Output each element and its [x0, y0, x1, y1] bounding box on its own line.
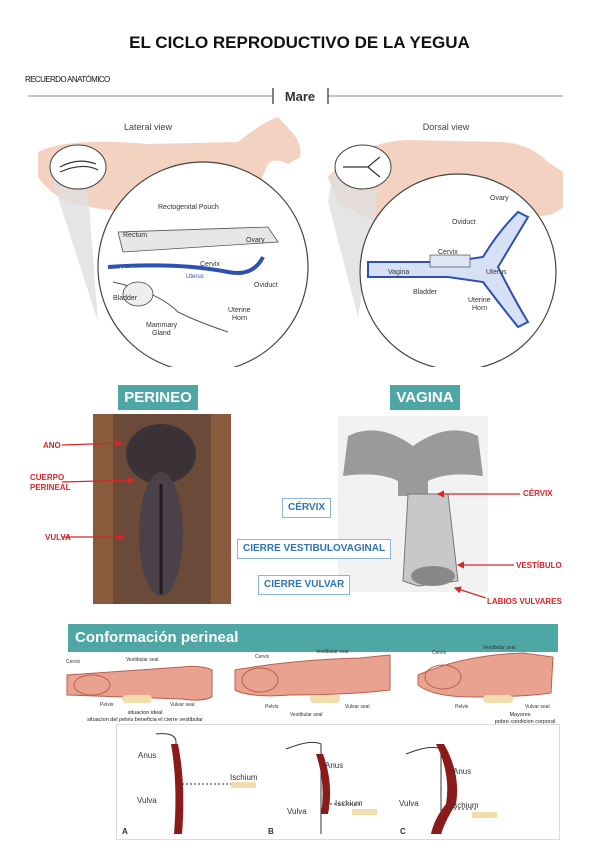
- dorsal-view-label: Dorsal view: [423, 122, 470, 132]
- svg-text:Gland: Gland: [152, 330, 171, 337]
- svg-text:Uterine: Uterine: [228, 307, 251, 314]
- cuerpo-label: CUERPO: [30, 473, 65, 482]
- section-subtitle: RECUERDO ANATÓMICO: [25, 75, 110, 84]
- perineo-badge: PERINEO: [118, 385, 198, 410]
- cervix-label: CÉRVIX: [523, 489, 553, 498]
- svg-text:Oviduct: Oviduct: [452, 219, 476, 226]
- ano-label: ANO: [43, 441, 61, 450]
- svg-text:Vagina: Vagina: [120, 267, 141, 274]
- conformation-panel-3: [417, 652, 554, 703]
- mare-anatomy-figure: Mare Lateral view Dorsal view Rectogenit…: [28, 88, 563, 367]
- perineal-conformation-diagrams: [116, 724, 560, 840]
- perineum-photo: [93, 414, 231, 604]
- conformation-panel-1: [66, 665, 213, 703]
- svg-text:Uterus: Uterus: [186, 274, 204, 280]
- svg-text:Mammary: Mammary: [146, 322, 178, 329]
- conformation-panel-2: [234, 654, 391, 703]
- svg-text:Oviduct: Oviduct: [254, 282, 278, 289]
- conformacion-title: Conformación perineal: [75, 629, 239, 646]
- vagina-badge: VAGINA: [390, 385, 460, 410]
- svg-text:Cervix: Cervix: [438, 249, 458, 256]
- vulva-label: VULVA: [45, 533, 71, 542]
- conformacion-header-bar: [68, 624, 558, 652]
- svg-text:Horn: Horn: [232, 315, 247, 322]
- vestibulo-label: VESTÍBULO: [516, 561, 562, 570]
- svg-text:Uterus: Uterus: [486, 269, 507, 276]
- svg-text:Rectogenital Pouch: Rectogenital Pouch: [158, 204, 219, 211]
- diagram-shapes: [155, 733, 497, 834]
- svg-text:Horn: Horn: [472, 305, 487, 312]
- lateral-view-label: Lateral view: [124, 122, 173, 132]
- cierre-vulvar-box: CIERRE VULVAR: [258, 575, 351, 595]
- svg-text:Cervix: Cervix: [200, 261, 220, 268]
- svg-text:Rectum: Rectum: [123, 232, 147, 239]
- svg-text:Bladder: Bladder: [413, 289, 438, 296]
- perineo-arrows: [62, 440, 136, 541]
- mare-header: Mare: [285, 89, 315, 104]
- svg-text:Uterine: Uterine: [468, 297, 491, 304]
- cervix-box: CÉRVIX: [282, 498, 332, 518]
- svg-text:Vagina: Vagina: [388, 269, 409, 276]
- perineal-label: PERINEAL: [30, 483, 71, 492]
- svg-text:Ovary: Ovary: [490, 195, 509, 202]
- cierre-vestibulovaginal-box: CIERRE VESTIBULOVAGINAL: [237, 539, 392, 559]
- vagina-arrows: [436, 490, 520, 599]
- labios-vulvares-label: LABIOS VULVARES: [487, 597, 562, 606]
- page-title: EL CICLO REPRODUCTIVO DE LA YEGUA: [129, 33, 470, 52]
- svg-text:Ovary: Ovary: [246, 237, 265, 244]
- svg-text:Bladder: Bladder: [113, 295, 138, 302]
